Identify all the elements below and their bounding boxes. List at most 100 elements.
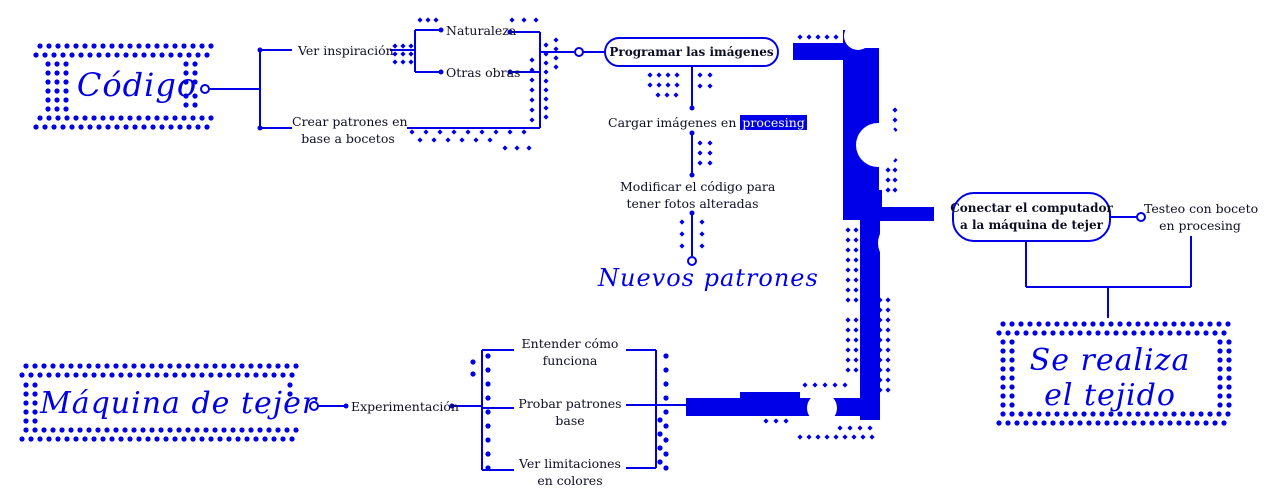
decor-diamond	[845, 227, 851, 233]
decor-dot	[50, 427, 56, 433]
ver-limit-line1: Ver limitaciones	[519, 456, 621, 471]
decor-dot	[1126, 321, 1132, 327]
decor-dot	[257, 363, 263, 369]
decor-dot	[1014, 330, 1020, 336]
decor-dot	[154, 115, 160, 121]
decor-dot	[1059, 330, 1065, 336]
decor-dot	[1158, 420, 1164, 426]
decor-diamond	[815, 434, 821, 440]
decor-dot	[195, 52, 201, 58]
decor-dot	[82, 372, 88, 378]
decor-diamond	[433, 17, 439, 23]
decor-diamond	[707, 72, 713, 78]
decor-dot	[663, 367, 669, 373]
decor-diamond	[707, 83, 713, 89]
decor-dot	[208, 43, 214, 49]
decor-dot	[51, 124, 57, 130]
decor-diamond	[665, 72, 671, 78]
decor-dot	[1009, 411, 1015, 417]
decor-dot	[122, 363, 128, 369]
decor-diamond	[845, 287, 851, 293]
decor-dot	[1221, 330, 1227, 336]
decor-dot	[63, 97, 69, 103]
decor-diamond	[529, 77, 535, 83]
decor-dot	[140, 427, 146, 433]
decor-dot	[1225, 321, 1231, 327]
decor-dot	[1032, 330, 1038, 336]
node-testeo: Testeo con boceto en procesing	[1144, 200, 1258, 234]
decor-diamond	[845, 277, 851, 283]
decor-dot	[1153, 411, 1159, 417]
decor-dot	[23, 382, 29, 388]
decor-dot	[1189, 411, 1195, 417]
decor-dot	[663, 409, 669, 415]
decor-dot	[1221, 420, 1227, 426]
decor-diamond	[885, 177, 891, 183]
decor-dot	[1000, 321, 1006, 327]
decor-diamond	[408, 43, 414, 49]
decor-dot	[45, 70, 51, 76]
decor-dot	[45, 88, 51, 94]
decor-dot	[289, 372, 295, 378]
decor-dot	[190, 436, 196, 442]
decor-dot	[145, 436, 151, 442]
decor-diamond	[853, 327, 859, 333]
decor-dot	[203, 427, 209, 433]
decor-dot	[1135, 321, 1141, 327]
decor-diamond	[885, 187, 891, 193]
decor-diamond	[885, 337, 891, 343]
decor-dot	[136, 436, 142, 442]
decor-dot	[1000, 384, 1006, 390]
decor-diamond	[673, 92, 679, 98]
decor-diamond	[664, 92, 670, 98]
decor-dot	[176, 363, 182, 369]
decor-dot	[1225, 411, 1231, 417]
decor-dot	[82, 43, 88, 49]
decor-diamond	[529, 107, 535, 113]
decor-dot	[113, 363, 119, 369]
se-realiza-title-line1: Se realiza	[1029, 343, 1191, 378]
decor-diamond	[707, 150, 713, 156]
decor-diamond	[507, 129, 513, 135]
decor-dot	[113, 427, 119, 433]
decor-diamond	[543, 60, 549, 66]
decor-dot	[208, 436, 214, 442]
decor-diamond	[543, 96, 549, 102]
decor-dot	[1126, 411, 1132, 417]
decor-dot	[287, 382, 293, 388]
decor-diamond	[553, 37, 559, 43]
decor-dot	[32, 400, 38, 406]
decor-dot	[1072, 411, 1078, 417]
decor-dot	[1226, 375, 1232, 381]
decor-dot	[1014, 420, 1020, 426]
decor-dot	[127, 372, 133, 378]
decor-dot	[1009, 348, 1015, 354]
decor-dot	[73, 43, 79, 49]
decor-dot	[485, 409, 491, 415]
decor-dot	[59, 427, 65, 433]
decor-dot	[105, 124, 111, 130]
node-probar: Probar patrones base	[514, 395, 626, 429]
testeo-line2: en procesing	[1159, 218, 1241, 233]
decor-dot	[248, 427, 254, 433]
decor-dot	[78, 124, 84, 130]
crear-patrones-line1: Crear patrones en	[292, 114, 408, 129]
decor-dot	[1171, 411, 1177, 417]
node-experimentacion: Experimentación	[351, 399, 459, 414]
decor-dot	[230, 427, 236, 433]
decor-diamond	[842, 382, 848, 388]
decor-dot	[1167, 330, 1173, 336]
decor-dot	[190, 43, 196, 49]
decor-dot	[183, 93, 189, 99]
maquina-title: Máquina de tejer	[40, 386, 318, 421]
decor-dot	[1000, 366, 1006, 372]
node-ver-limitaciones: Ver limitaciones en colores	[514, 455, 626, 489]
decor-dot	[239, 427, 245, 433]
decor-diamond	[400, 43, 406, 49]
decor-dot	[1167, 420, 1173, 426]
decor-dot	[1185, 330, 1191, 336]
decor-diamond	[797, 434, 803, 440]
decor-dot	[1068, 420, 1074, 426]
decor-diamond	[400, 51, 406, 57]
